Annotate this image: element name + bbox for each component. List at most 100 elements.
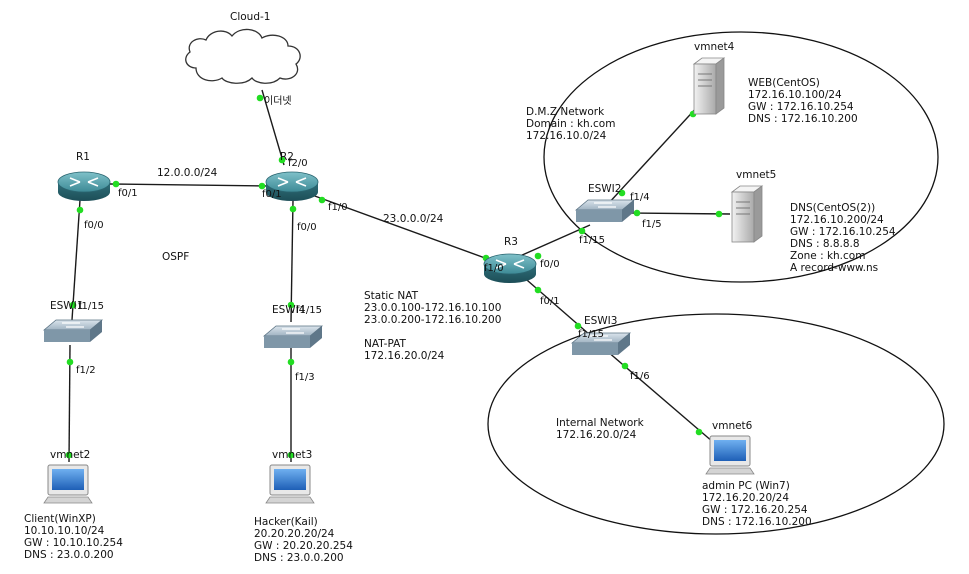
ospf-label: OSPF (162, 251, 189, 263)
dot (715, 210, 723, 218)
dot (574, 322, 582, 330)
server-dns[interactable] (730, 185, 764, 243)
dot (258, 182, 266, 190)
host-admin-line: GW : 172.16.20.254 (702, 504, 808, 516)
dot (318, 196, 326, 204)
internal-network-label: Internal Network 172.16.20.0/24 (556, 417, 647, 441)
dot (112, 180, 120, 188)
link-r1-eswi1 (71, 199, 81, 321)
pat-line: 172.16.20.0/24 (364, 350, 445, 362)
switch-eswi3[interactable] (570, 332, 632, 355)
host-admin-line: 172.16.20.20/24 (702, 492, 789, 504)
host-hacker-vm: vmnet3 (272, 449, 312, 461)
nat-line: 23.0.0.200-172.16.10.200 (364, 314, 501, 326)
dot (287, 358, 295, 366)
dmz-line: Domain : kh.com (526, 118, 615, 130)
dmz-network-label: D.M.Z Network Domain : kh.com 172.16.10.… (526, 106, 619, 142)
host-client-info: Client(WinXP) 10.10.10.10/24 GW : 10.10.… (24, 513, 126, 561)
host-hacker-line: 20.20.20.20/24 (254, 528, 335, 540)
port-label: f1/15 (578, 329, 604, 340)
router-r2[interactable] (265, 171, 319, 201)
host-hacker-line: GW : 20.20.20.254 (254, 540, 353, 552)
port-label: f0/0 (540, 259, 560, 270)
port-label: f0/1 (118, 188, 138, 199)
switch-eswi1-name: ESWI1 (50, 300, 83, 312)
dot (578, 227, 586, 235)
host-dns-line: DNS(CentOS(2)) (790, 202, 875, 214)
host-web-vm: vmnet4 (694, 41, 735, 53)
switch-eswi4-name: ESWI4 (272, 304, 306, 316)
host-dns-line: 172.16.10.200/24 (790, 214, 884, 226)
host-client-line: Client(WinXP) (24, 513, 96, 525)
dot (618, 189, 626, 197)
host-dns-info: DNS(CentOS(2)) 172.16.10.200/24 GW : 172… (790, 202, 899, 274)
host-admin-line: DNS : 172.16.10.200 (702, 516, 812, 528)
port-label: f1/4 (630, 192, 650, 203)
cloud-interface: 이더넷 (264, 95, 292, 107)
port-label: f1/0 (328, 202, 348, 213)
host-dns-vm: vmnet5 (736, 169, 776, 181)
switch-eswi2[interactable] (574, 199, 636, 222)
static-nat-label: Static NAT 23.0.0.100-172.16.10.100 23.0… (364, 290, 505, 326)
switch-eswi2-name: ESWI2 (588, 183, 621, 195)
link-r3-eswi2 (519, 224, 591, 257)
host-hacker-info: Hacker(Kail) 20.20.20.20/24 GW : 20.20.2… (254, 516, 356, 564)
dmz-line: D.M.Z Network (526, 106, 605, 118)
router-r2-name: R2 (280, 151, 294, 163)
pc-admin[interactable] (705, 435, 755, 475)
port-label: f0/1 (540, 296, 560, 307)
switch-eswi1[interactable] (42, 319, 104, 342)
server-web[interactable] (692, 57, 726, 115)
host-web-info: WEB(CentOS) 172.16.10.100/24 GW : 172.16… (748, 77, 858, 125)
switch-eswi4[interactable] (262, 325, 324, 348)
dot (278, 156, 286, 164)
port-label: f2/0 (288, 158, 308, 169)
internal-line: Internal Network (556, 417, 645, 429)
dot (621, 362, 629, 370)
pc-client[interactable] (43, 464, 93, 504)
nat-line: 23.0.0.100-172.16.10.100 (364, 302, 501, 314)
link-eswi2-web (606, 104, 700, 206)
host-dns-line: DNS : 8.8.8.8 (790, 238, 860, 250)
dmz-line: 172.16.10.0/24 (526, 130, 607, 142)
router-r1[interactable] (57, 171, 111, 201)
router-r3[interactable] (483, 253, 537, 283)
pc-hacker[interactable] (265, 464, 315, 504)
port-label: f0/0 (297, 222, 317, 233)
net-r2-r3-label: 23.0.0.0/24 (383, 213, 444, 225)
host-client-line: 10.10.10.10/24 (24, 525, 105, 537)
link-eswi3-admin (599, 344, 714, 443)
port-label: f1/0 (484, 263, 504, 274)
router-r3-name: R3 (504, 236, 518, 248)
dot (633, 209, 641, 217)
host-web-line: 172.16.10.100/24 (748, 89, 842, 101)
host-dns-line: A record-www.ns (790, 262, 878, 274)
link-dots (65, 94, 723, 459)
host-web-line: DNS : 172.16.10.200 (748, 113, 858, 125)
host-client-vm: vmnet2 (50, 449, 90, 461)
port-label: f1/15 (296, 305, 322, 316)
host-admin-line: admin PC (Win7) (702, 480, 790, 492)
cloud-node[interactable]: Cloud-1 이더넷 (185, 11, 301, 107)
dot (534, 252, 542, 260)
dot (76, 206, 84, 214)
port-label: f1/2 (76, 365, 96, 376)
host-client-line: DNS : 23.0.0.200 (24, 549, 114, 561)
switch-eswi3-name: ESWI3 (584, 315, 617, 327)
port-label: f1/15 (78, 301, 104, 312)
port-label: f1/6 (630, 371, 650, 382)
link-eswi2-dns (625, 212, 731, 215)
internal-zone (487, 313, 945, 535)
host-web-line: WEB(CentOS) (748, 77, 820, 89)
port-label: f1/15 (579, 235, 605, 246)
port-label: f0/0 (84, 220, 104, 231)
host-client-line: GW : 10.10.10.254 (24, 537, 123, 549)
dmz-zone (543, 31, 939, 283)
cloud-icon (185, 28, 301, 84)
dot (256, 94, 264, 102)
link-cloud-r2 (261, 89, 285, 166)
dot (695, 428, 703, 436)
net-r1-r2-label: 12.0.0.0/24 (157, 167, 218, 179)
link-r2-eswi4 (290, 199, 294, 323)
